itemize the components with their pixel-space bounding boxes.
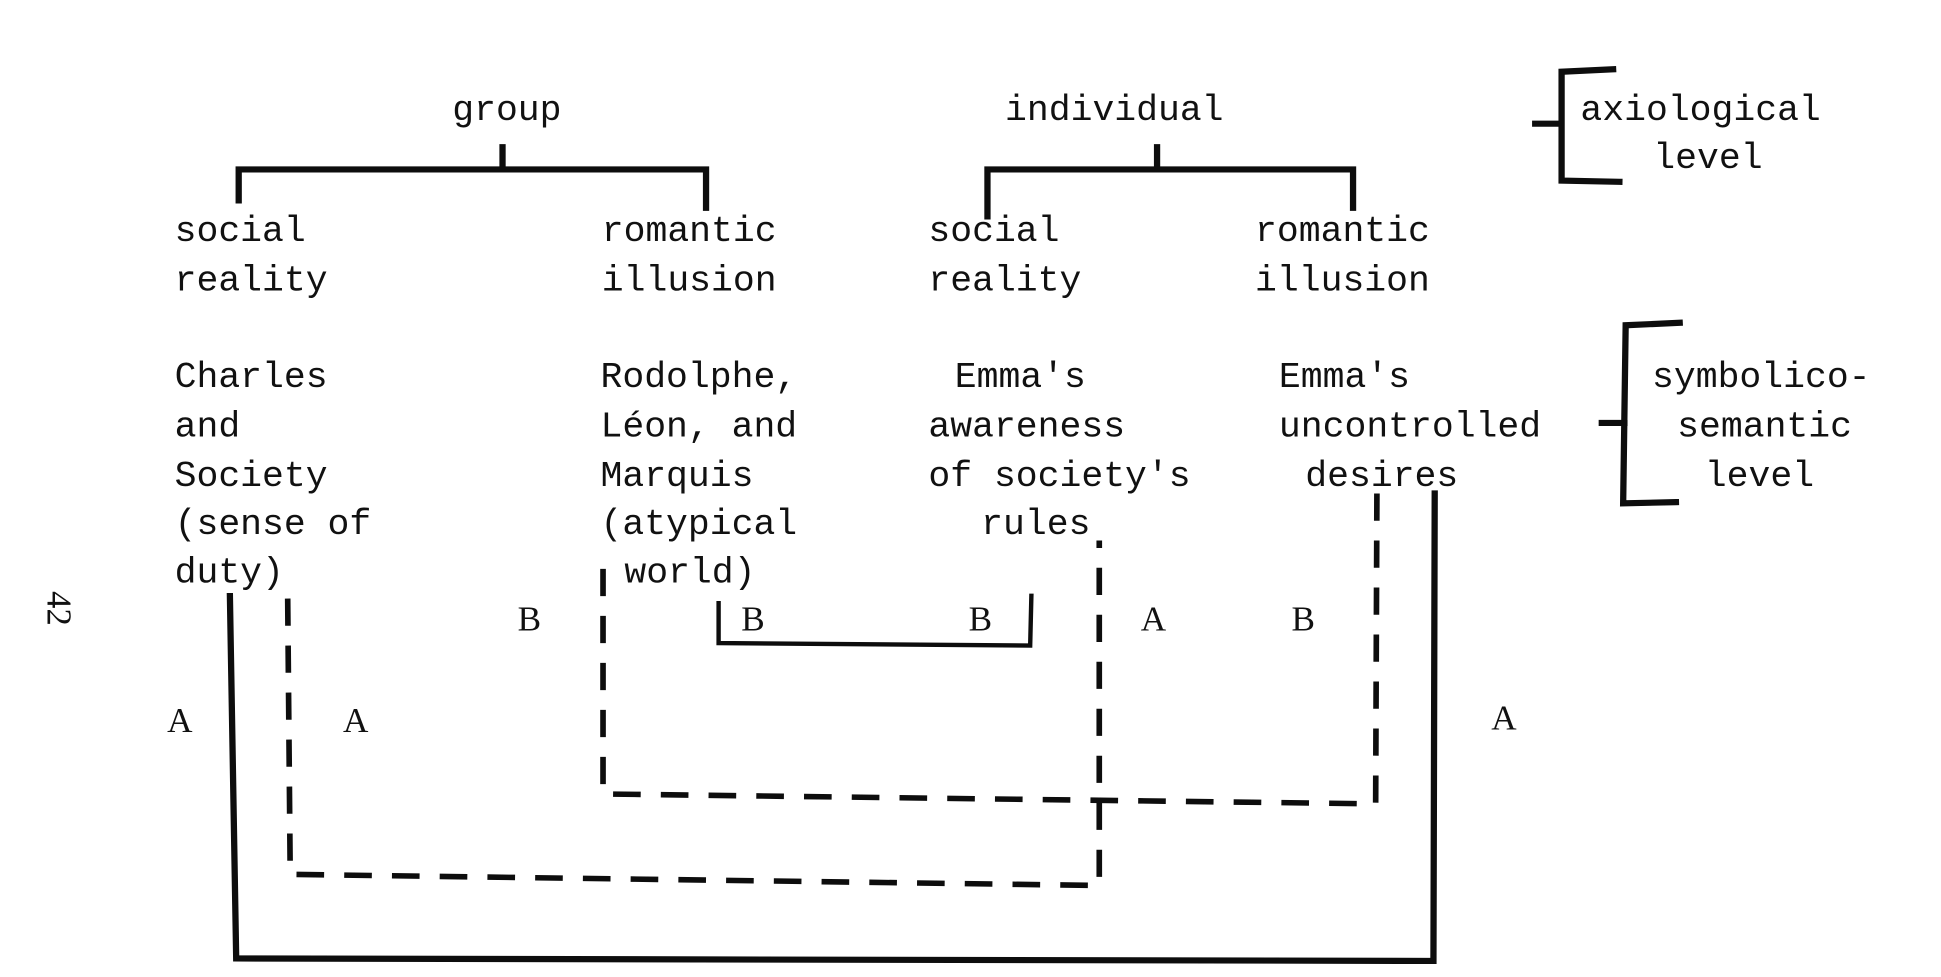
symbol-emma-awareness: Emma's awareness of society's rules <box>928 357 1190 545</box>
edge-labels: A A B B B A B A <box>167 600 1517 740</box>
svg-text:Rodolphe,: Rodolphe, <box>601 357 798 398</box>
symbolic-level-bracket <box>1598 319 1683 507</box>
connection-dashed-a <box>284 540 1103 889</box>
node-individual: individual <box>1005 90 1223 131</box>
symbol-emma-desires: Emma's uncontrolled desires <box>1279 357 1541 497</box>
label-outer-left-a: A <box>167 701 192 740</box>
svg-text:Marquis: Marquis <box>601 456 754 497</box>
symbolic-label-line1: symbolico- <box>1652 357 1870 398</box>
category-individual-social-reality: social reality <box>928 211 1081 301</box>
svg-text:desires: desires <box>1305 456 1458 497</box>
category-group-social-reality: social reality <box>175 211 328 301</box>
category-individual-romantic-illusion: romantic illusion <box>1255 211 1430 301</box>
symbolic-label-line2: semantic <box>1677 407 1852 448</box>
axiological-label-line1: axiological <box>1580 90 1820 131</box>
svg-text:awareness: awareness <box>928 407 1125 448</box>
svg-text:rules: rules <box>981 504 1090 545</box>
svg-text:illusion: illusion <box>1255 261 1430 302</box>
svg-text:social: social <box>928 211 1059 252</box>
axiological-level-bracket <box>1532 66 1623 185</box>
svg-text:social: social <box>175 211 306 252</box>
symbol-charles-and-society: Charles and Society (sense of duty) <box>175 357 372 593</box>
symbolic-label-line3: level <box>1705 456 1814 497</box>
svg-text:Society: Society <box>175 456 328 497</box>
svg-text:of society's: of society's <box>928 456 1190 497</box>
svg-text:Emma's: Emma's <box>955 357 1086 398</box>
axiological-level: group individual axiological level <box>235 66 1821 220</box>
connection-inner-solid-b <box>716 593 1034 648</box>
symbol-rodolphe-leon-marquis: Rodolphe, Léon, and Marquis (atypical wo… <box>601 357 798 593</box>
label-dashed-left-a: A <box>343 701 368 740</box>
axiological-label-line2: level <box>1653 138 1762 179</box>
symbolic-row: Charles and Society (sense of duty) Rodo… <box>175 319 1871 593</box>
individual-branch-bracket <box>984 144 1357 220</box>
svg-text:world): world) <box>624 553 755 594</box>
svg-text:duty): duty) <box>175 553 284 594</box>
label-outer-right-a: A <box>1491 699 1516 738</box>
svg-text:uncontrolled: uncontrolled <box>1279 407 1541 448</box>
svg-text:reality: reality <box>175 261 328 302</box>
label-dashed-left-b: B <box>518 600 541 639</box>
node-group: group <box>452 90 561 131</box>
svg-text:romantic: romantic <box>602 211 777 252</box>
group-branch-bracket <box>235 144 710 211</box>
svg-text:and: and <box>175 407 241 448</box>
label-right-b: B <box>1291 600 1314 639</box>
label-inner-b-right: B <box>969 600 992 639</box>
connection-dashed-b <box>600 490 1380 807</box>
label-inner-b-left: B <box>741 600 764 639</box>
svg-text:(atypical: (atypical <box>601 504 798 545</box>
label-center-a: A <box>1141 600 1166 639</box>
category-group-romantic-illusion: romantic illusion <box>602 211 777 301</box>
svg-text:Emma's: Emma's <box>1279 357 1410 398</box>
svg-text:romantic: romantic <box>1255 211 1430 252</box>
connections <box>226 490 1438 965</box>
svg-text:(sense of: (sense of <box>175 504 372 545</box>
connection-outer-solid-a <box>226 490 1438 965</box>
category-row: social reality romantic illusion social … <box>175 211 1430 301</box>
svg-text:reality: reality <box>928 261 1081 302</box>
page-number: 42 <box>40 591 79 626</box>
svg-text:illusion: illusion <box>602 261 777 302</box>
svg-text:Charles: Charles <box>175 357 328 398</box>
svg-text:Léon, and: Léon, and <box>601 407 798 448</box>
